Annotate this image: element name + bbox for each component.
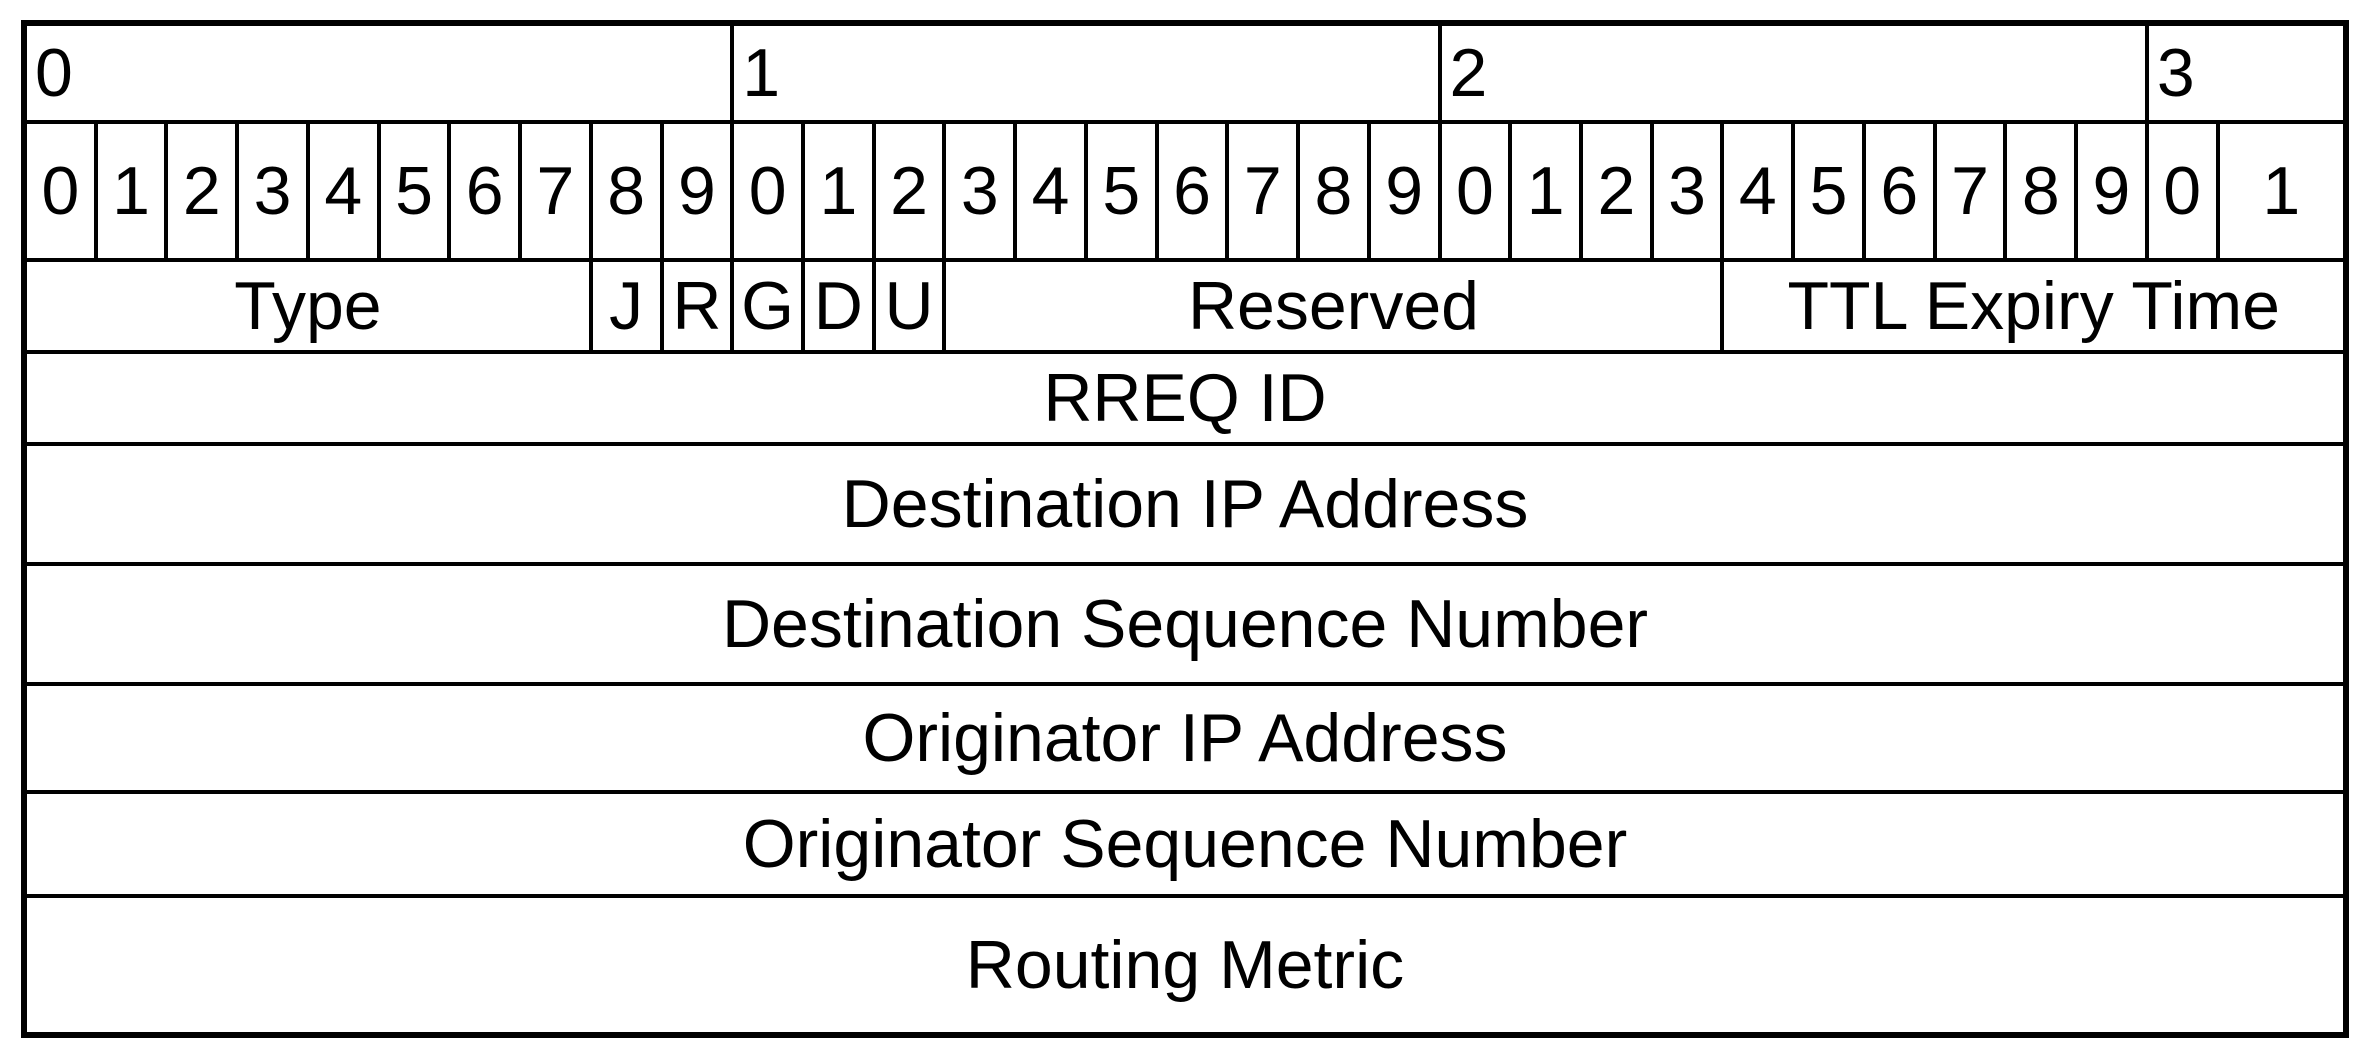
field-flag-g: G [734,262,801,350]
field-destination-ip-address: Destination IP Address [27,446,2343,562]
bit-number-5: 5 [380,124,448,258]
bit-number-17: 7 [1229,124,1297,258]
bit-number-2: 2 [168,124,236,258]
bit-number-29: 9 [2078,124,2145,258]
field-flag-u: U [875,262,943,350]
bit-number-16: 6 [1158,124,1226,258]
bit-number-13: 3 [946,124,1014,258]
bit-number-15: 5 [1087,124,1155,258]
field-originator-ip-address: Originator IP Address [27,686,2343,790]
field-flag-r: R [663,262,731,350]
bit-number-24: 4 [1724,124,1792,258]
field-flag-j: J [592,262,660,350]
field-type: Type [27,262,589,350]
bit-number-6: 6 [451,124,519,258]
field-originator-sequence-number: Originator Sequence Number [27,794,2343,894]
bit-number-31: 1 [2219,124,2343,258]
bit-number-26: 6 [1865,124,1933,258]
bit-number-1: 1 [97,124,165,258]
bit-number-8: 8 [592,124,660,258]
bit-number-19: 9 [1370,124,1438,258]
packet-format-table: 0 1 2 3 0 1 2 3 4 5 6 7 8 9 0 1 2 3 4 5 … [21,20,2349,1038]
field-ttl-expiry-time: TTL Expiry Time [1724,262,2343,350]
bit-number-25: 5 [1795,124,1862,258]
bit-offset-label-30: 3 [2148,26,2343,120]
bit-number-7: 7 [522,124,589,258]
bit-number-10: 0 [734,124,801,258]
bit-number-21: 1 [1512,124,1579,258]
bit-number-9: 9 [663,124,731,258]
field-reserved: Reserved [946,262,1721,350]
bit-number-30: 0 [2148,124,2216,258]
bit-number-0: 0 [27,124,94,258]
bit-number-11: 1 [805,124,872,258]
bit-number-3: 3 [239,124,306,258]
bit-number-23: 3 [1653,124,1721,258]
bit-number-22: 2 [1583,124,1650,258]
field-flag-d: D [805,262,872,350]
bit-number-4: 4 [309,124,377,258]
field-routing-metric: Routing Metric [27,898,2343,1032]
bit-number-20: 0 [1441,124,1509,258]
bit-offset-label-10: 1 [734,26,1438,120]
bit-number-28: 8 [2007,124,2075,258]
field-destination-sequence-number: Destination Sequence Number [27,566,2343,682]
bit-number-12: 2 [875,124,943,258]
bit-number-14: 4 [1017,124,1084,258]
bit-offset-label-0: 0 [27,26,731,120]
bit-number-18: 8 [1300,124,1367,258]
bit-offset-label-20: 2 [1441,26,2145,120]
bit-number-27: 7 [1936,124,2004,258]
field-rreq-id: RREQ ID [27,354,2343,442]
